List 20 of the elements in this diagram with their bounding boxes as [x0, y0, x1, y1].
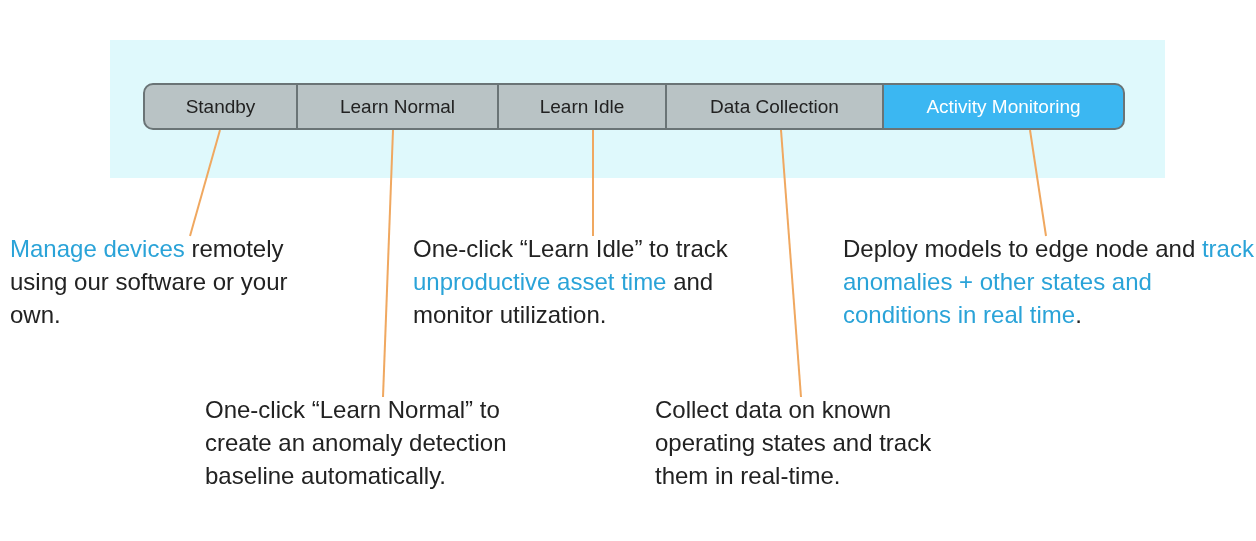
stage-segment	[497, 83, 667, 130]
callout-text: One-click “Learn Idle” to track unproductive asset time and monitor utilization.	[413, 232, 783, 331]
stage-label: Activity Monitoring	[926, 95, 1081, 118]
callout-text: Collect data on known operating states and track them in real-time.	[655, 393, 985, 492]
stage-segment	[665, 83, 884, 130]
stage-label: Standby	[185, 95, 256, 118]
leader-line	[592, 129, 594, 237]
stage-segment	[143, 83, 298, 130]
leader-line	[189, 129, 221, 237]
stage-segment	[296, 83, 499, 130]
stage-label: Data Collection	[710, 95, 839, 118]
leader-line	[382, 129, 394, 398]
callout-text: Manage devices remotely using our software or your own.	[10, 232, 340, 331]
stage-label: Learn Normal	[339, 95, 456, 118]
stage-label: Learn Idle	[539, 95, 625, 118]
callout-text: Deploy models to edge node and track anomalies + other states and conditions in real time.	[843, 232, 1255, 331]
stage-segment	[882, 83, 1125, 130]
leader-line	[1029, 129, 1047, 237]
callout-text: One-click “Learn Normal” to create an anomaly detection baseline automatically.	[205, 393, 565, 492]
leader-line	[780, 129, 802, 398]
